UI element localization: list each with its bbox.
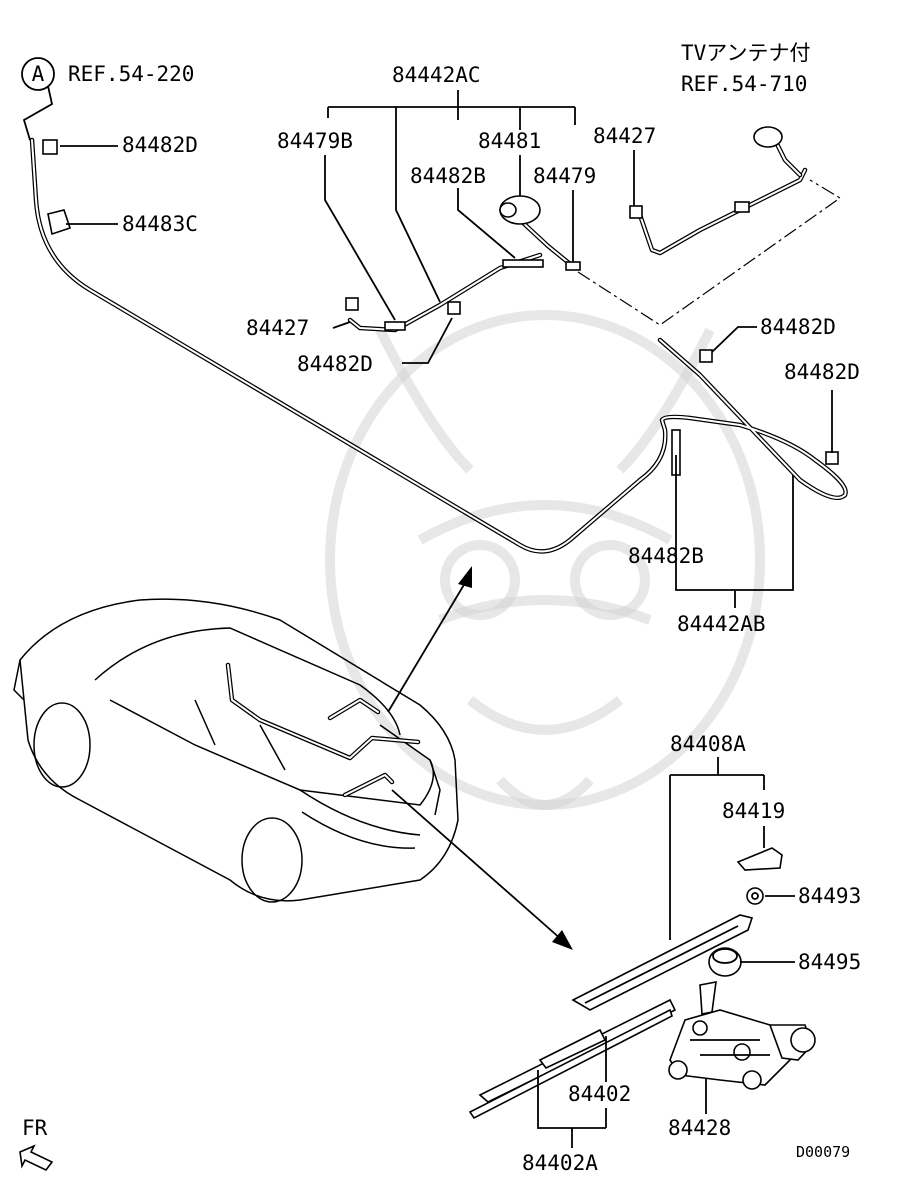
label-84427-top: 84427 (593, 124, 656, 148)
front-direction-indicator: FR (19, 1116, 54, 1172)
part-labels: 84442AC 84479B 84481 84482B 84479 84427 … (122, 63, 861, 1175)
label-84408a: 84408A (670, 732, 746, 756)
label-84482d-right2: 84482D (784, 360, 860, 384)
wiper-cap (736, 847, 783, 871)
arrow-down-head (552, 930, 573, 950)
label-84495: 84495 (798, 950, 861, 974)
clip-84482d-right2 (825, 451, 839, 465)
fr-label: FR (22, 1116, 48, 1140)
clip-84482d-right1 (699, 349, 713, 363)
nozzle-84481-tip (499, 202, 517, 218)
washer-hose-main (29, 137, 848, 554)
clip-84482d-mid (447, 301, 461, 315)
ref-a-callout: A REF.54-220 (21, 57, 194, 141)
tv-antenna-ref-text: REF.54-710 (681, 72, 807, 96)
label-84483c: 84483C (122, 212, 198, 236)
antenna-connector (753, 126, 783, 148)
diagram-code: D00079 (796, 1143, 850, 1161)
clip-84482d-left (42, 139, 58, 155)
leader-lines-upper (60, 90, 833, 608)
label-84482d-mid: 84482D (297, 352, 373, 376)
arrow-up-head (458, 566, 472, 588)
wiper-blade-rubber (468, 1008, 673, 1120)
label-84402a: 84402A (522, 1151, 598, 1175)
grommet-84482b-top (502, 259, 544, 268)
label-84493: 84493 (798, 884, 861, 908)
ref-a-letter: A (32, 62, 45, 86)
wiper-motor (668, 981, 816, 1090)
tv-antenna-ref: TVアンテナ付 REF.54-710 (681, 41, 810, 96)
front-wheel (33, 702, 91, 788)
label-84482d-right1: 84482D (760, 315, 836, 339)
rear-wheel (241, 817, 303, 903)
label-84482b-top: 84482B (410, 164, 486, 188)
label-84427-mid: 84427 (246, 316, 309, 340)
leader-lines-wiper (537, 757, 795, 1148)
car-outline (13, 598, 459, 903)
label-84482d-left: 84482D (122, 133, 198, 157)
wiper-nut (746, 887, 764, 905)
label-84442ac: 84442AC (392, 63, 481, 87)
label-84419: 84419 (722, 799, 785, 823)
ref-a-text: REF.54-220 (68, 62, 194, 86)
label-84482b-low: 84482B (628, 544, 704, 568)
clip-84483c (47, 209, 72, 236)
pointer-arrows (387, 566, 573, 950)
tv-antenna-note: TVアンテナ付 (681, 41, 810, 65)
label-84402: 84402 (568, 1082, 631, 1106)
label-84479b: 84479B (277, 129, 353, 153)
joint-84479 (565, 261, 581, 271)
tv-antenna-cable (577, 126, 842, 326)
ref-a-circle (21, 57, 55, 91)
wiper-assembly (468, 847, 816, 1120)
antenna-clip (734, 201, 750, 213)
label-84481: 84481 (478, 129, 541, 153)
check-valve-84479b (384, 321, 406, 331)
watermark-emblem (325, 310, 765, 810)
label-84428: 84428 (668, 1116, 731, 1140)
label-84479: 84479 (533, 164, 596, 188)
front-arrow-icon (19, 1144, 54, 1172)
joint-84427-top (629, 205, 643, 219)
label-84442ab: 84442AB (677, 612, 766, 636)
joint-84427-mid (345, 297, 359, 311)
